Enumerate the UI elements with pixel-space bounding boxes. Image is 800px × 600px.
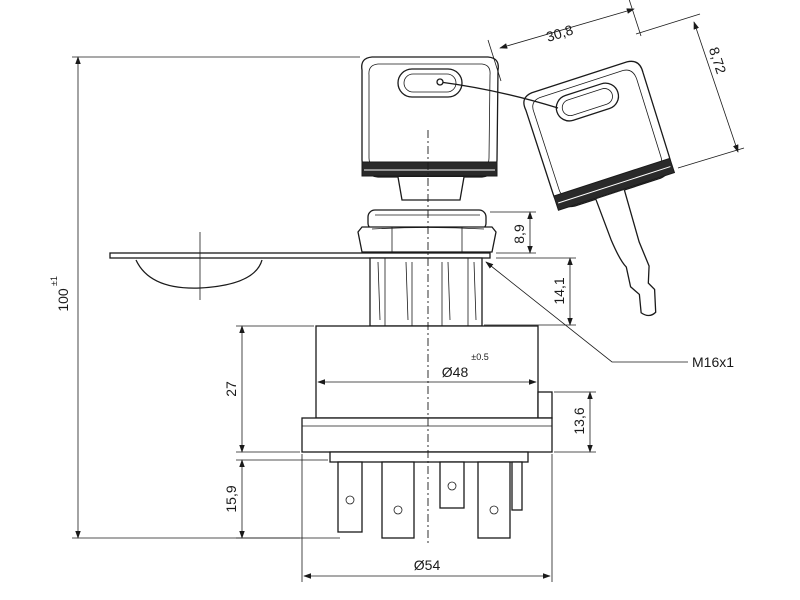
nut-assembly: [357, 209, 497, 253]
dim-key-width-label: 30,8: [544, 22, 575, 45]
mounting-panel: [109, 232, 491, 300]
dim-flange-diameter-label: Ø54: [414, 557, 441, 573]
dim-flange-height: 13,6: [554, 391, 596, 453]
switch-flange: [301, 417, 553, 453]
dim-body-diameter: Ø48 ±0.5: [317, 352, 537, 385]
dim-nut-height: 8,9: [490, 211, 536, 254]
key-inserted: [361, 56, 499, 201]
dim-overall-height: 100 ±1: [49, 56, 360, 539]
key-spare: [523, 60, 676, 317]
dim-nut-height-label: 8,9: [511, 224, 527, 244]
dim-key-thickness-label: 8,72: [706, 45, 730, 76]
key-ring: [439, 81, 559, 109]
dim-overall-height-tol: ±1: [49, 276, 59, 286]
terminal-block: [329, 451, 529, 539]
dim-body-height-label: 27: [223, 381, 239, 397]
dim-flange-height-label: 13,6: [571, 407, 587, 434]
dim-thread-length: 14,1: [484, 257, 576, 326]
switch-body: [315, 325, 553, 419]
dim-body-height: 27: [223, 325, 314, 453]
dim-thread-length-label: 14,1: [551, 277, 567, 304]
dim-key-width: 30,8: [487, 0, 642, 82]
threaded-shank: [369, 257, 483, 327]
thread-callout-label: M16x1: [692, 354, 734, 370]
thread-callout: M16x1: [485, 261, 734, 370]
dim-flange-diameter: Ø54: [301, 454, 553, 582]
dim-body-diameter-label: Ø48: [442, 364, 469, 380]
dim-terminal-length: 15,9: [223, 459, 328, 539]
dim-overall-height-label: 100: [55, 288, 71, 312]
dim-body-diameter-tol: ±0.5: [471, 352, 488, 362]
dim-terminal-length-label: 15,9: [223, 485, 239, 512]
